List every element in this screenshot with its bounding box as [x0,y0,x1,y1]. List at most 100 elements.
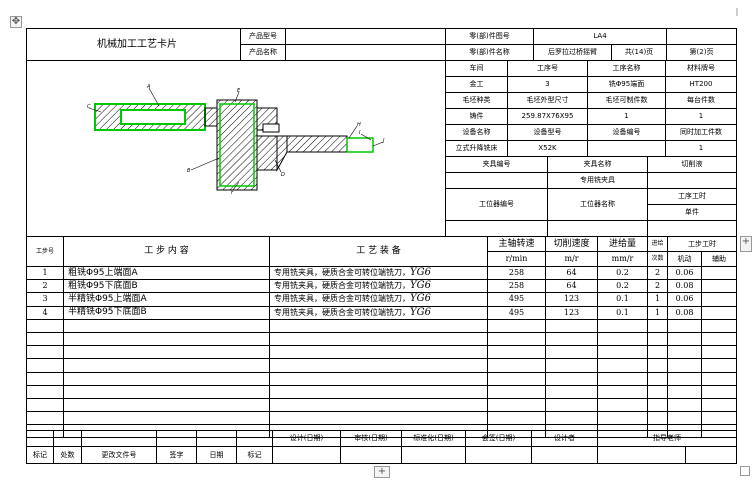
step-row [26,397,737,413]
equipment-model-value: X52K [507,140,588,157]
total-pages: 共(14)页 [611,44,667,61]
step-equipment: 专用铣夹具，硬质合金可转位端铣刀，YG6 [269,265,488,281]
footer-table: 设计(日期) 审核(日期) 标准化(日期) 会签(日期) 设计者 指导老师 标记… [26,430,737,464]
sketch-label-b: B [187,168,191,174]
step-row [26,331,737,347]
equipment-name-label: 设备名称 [445,124,508,141]
footer-change-doc: 更改文件号 [81,446,157,464]
step-equipment-text: 专用铣夹具，硬质合金可转位端铣刀， [274,294,410,304]
step-content: 粗铣Φ95下底面B [63,279,270,294]
blank-size-label: 毛坯外型尺寸 [507,92,588,109]
product-model-value [285,28,446,45]
equipment-name-value: 立式升降铣床 [445,140,508,157]
process-time-label: 工序工时 [647,188,737,205]
step-tool-grade: YG6 [410,306,431,318]
steps-table: 工步号 工 步 内 容 工 艺 装 备 主轴转速 切削速度 进给量 进给 工步工… [26,236,737,439]
step-machine-time: 0.06 [667,292,702,307]
sketch-label-j: J [382,138,385,144]
sketch-label-d: D [281,172,285,178]
step-passes: 2 [647,279,668,294]
footer-mark2: 标记 [236,446,273,464]
blank-type-label: 毛坯种类 [445,92,508,109]
step-no: 2 [26,279,64,294]
step-content: 半精铣Φ95上端面A [63,292,270,307]
station-tool-name-label: 工位器名称 [547,188,648,221]
step-aux-time [701,279,737,294]
product-name-label: 产品名称 [240,44,286,61]
step-row [26,411,737,426]
parts-per-machine-label: 每台件数 [665,92,737,109]
step-content: 粗铣Φ95上端面A [63,265,270,281]
step-feed: 0.2 [597,279,648,294]
coolant-label: 切削液 [647,156,737,173]
fixture-no-label: 夹具编号 [445,156,548,173]
step-row [26,384,737,399]
station-tool-no-label: 工位器编号 [445,188,548,221]
material-label: 材料牌号 [665,60,737,77]
step-passes: 2 [647,265,668,281]
step-cutting-speed: 123 [545,305,598,320]
step-cutting-speed: 64 [545,279,598,294]
sketch-label-f: F [231,190,234,196]
workshop-value: 金工 [445,76,508,93]
col-cutting-speed: 切削速度 [545,236,598,252]
part-sketch: C A E B F D H I J [26,60,446,237]
equipment-model-label: 设备型号 [507,124,588,141]
step-feed: 0.1 [597,292,648,307]
add-column-button[interactable]: + [740,236,752,252]
process-info-table: 车间 工序号 工序名称 材料牌号 金工 3 铣Φ95端面 HT200 毛坯种类 … [445,60,737,157]
add-row-button[interactable]: + [374,466,390,478]
step-aux-time [701,292,737,307]
step-tool-grade: YG6 [410,293,431,305]
step-tool-grade: YG6 [410,280,431,292]
parts-per-machine-value: 1 [665,108,737,125]
col-machine: 机动 [667,251,702,267]
step-row [26,358,737,373]
part-drawing: C A E B F D H I J [87,84,385,196]
cutting-unit: m/r [545,251,598,267]
footer-designer: 设计者 [531,430,598,447]
step-machine-time: 0.08 [667,279,702,294]
step-aux-time [701,265,737,281]
part-no-value: LA4 [533,28,667,45]
col-content: 工 步 内 容 [63,236,270,267]
sketch-label-c: C [87,104,91,110]
passes-sub: 次数 [647,251,668,267]
process-name-label: 工序名称 [587,60,666,77]
step-equipment: 专用铣夹具，硬质合金可转位端铣刀，YG6 [269,292,488,307]
step-content: 半精铣Φ95下底面B [63,305,270,320]
step-cutting-speed: 123 [545,292,598,307]
unit-time-label: 单件 [647,204,737,221]
body-outline [219,103,255,187]
material-value: HT200 [665,76,737,93]
step-equipment-text: 专用铣夹具，硬质合金可转位端铣刀， [274,268,410,278]
step-feed: 0.1 [597,305,648,320]
feed-unit: mm/r [597,251,648,267]
step-speed: 495 [487,305,546,320]
table-resize-handle[interactable] [740,466,750,476]
step-equipment: 专用铣夹具，硬质合金可转位端铣刀，YG6 [269,279,488,294]
step-aux-time [701,305,737,320]
footer-signature: 签字 [156,446,197,464]
doc-title: 机械加工工艺卡片 [26,28,241,61]
step-no: 3 [26,292,64,307]
header-table: 机械加工工艺卡片 产品型号 零(部)件图号 LA4 产品名称 零(部)件名称 后… [26,28,737,61]
product-name-value [285,44,446,61]
spindle-unit: r/min [487,251,546,267]
col-step-time: 工步工时 [667,236,737,252]
table-move-handle[interactable]: ✥ [10,16,22,28]
right-pin [346,137,374,153]
step-no: 1 [26,265,64,281]
parts-per-blank-value: 1 [587,108,666,125]
step-machine-time: 0.08 [667,305,702,320]
footer-design: 设计(日期) [272,430,341,447]
simul-parts-label: 同时加工件数 [665,124,737,141]
left-bore [120,109,186,125]
process-no-value: 3 [507,76,588,93]
footer-standard: 标准化(日期) [401,430,466,447]
process-name-value: 铣Φ95端面 [587,76,666,93]
step-row [26,345,737,360]
parts-per-blank-label: 毛坯可制件数 [587,92,666,109]
step-row [26,371,737,386]
